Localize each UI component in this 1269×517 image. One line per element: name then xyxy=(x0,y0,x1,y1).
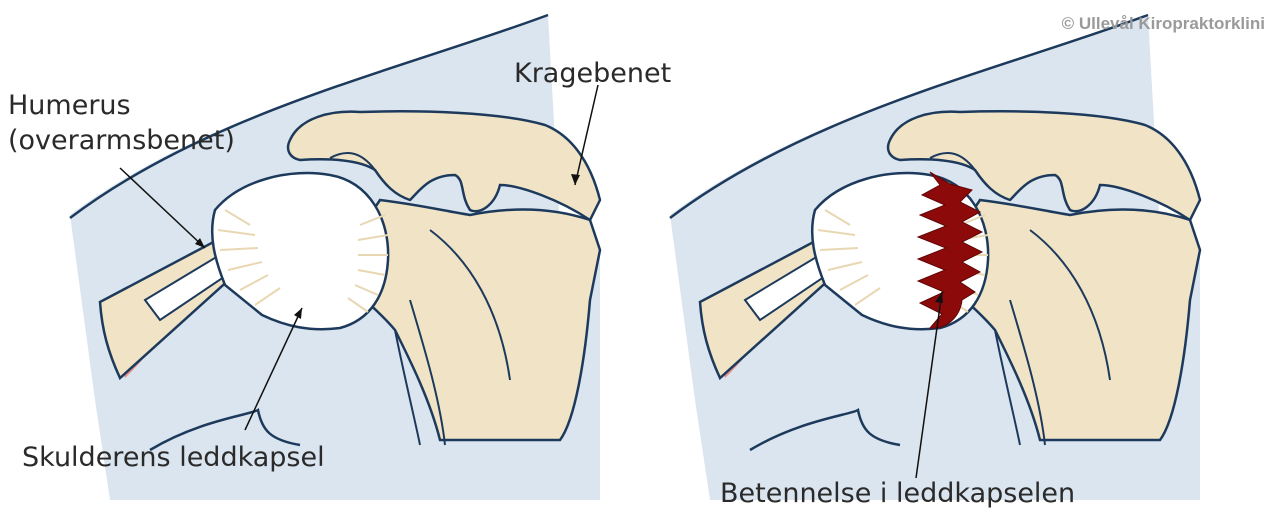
label-betennelse: Betennelse i leddkapselen xyxy=(720,478,1075,510)
right-shoulder xyxy=(670,15,1200,500)
label-kragebenet: Kragebenet xyxy=(514,58,671,90)
label-leddkapsel: Skulderens leddkapsel xyxy=(22,442,325,474)
label-humerus: Humerus xyxy=(8,90,131,122)
label-overarmsbenet: (overarmsbenet) xyxy=(8,125,235,157)
copyright-watermark: © Ullevål Kiropraktorklini xyxy=(1062,14,1265,34)
